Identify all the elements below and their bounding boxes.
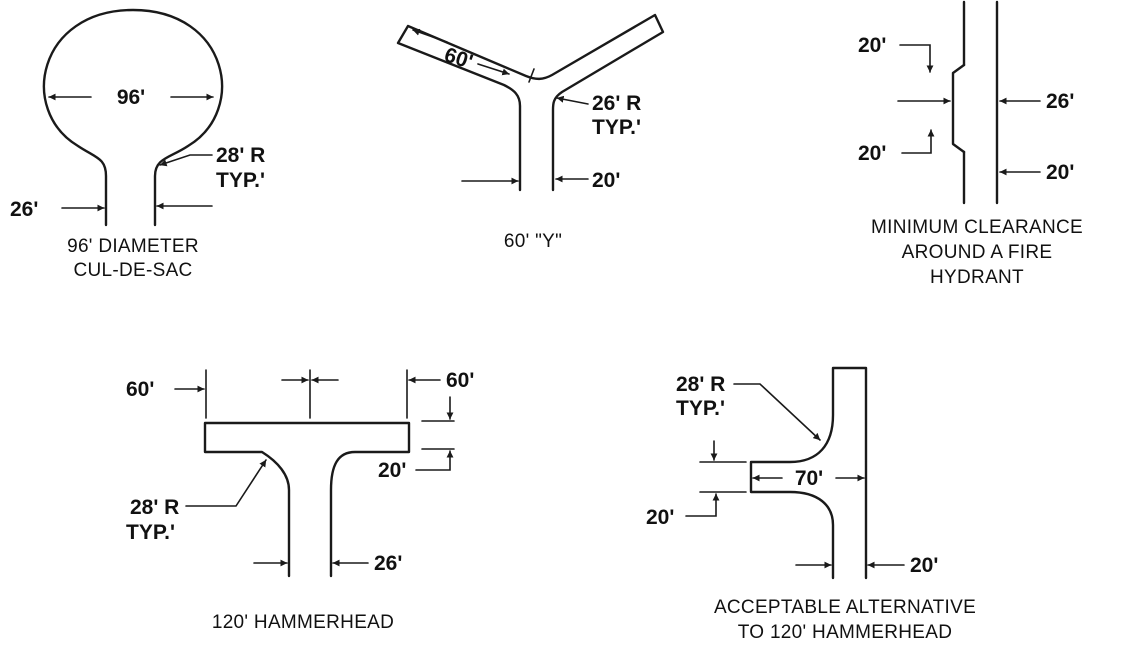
hammerhead-outline [203, 421, 411, 578]
top-taper-leader [899, 44, 934, 73]
radius-label: 26' R [592, 92, 641, 115]
alternative-outline [749, 366, 868, 580]
left-arm-label: 60' [126, 378, 154, 401]
leg-length-arrow-down [477, 63, 510, 76]
hydrant-caption-line2: AROUND A FIRE [902, 242, 1053, 263]
radius-leader [556, 95, 589, 105]
arm-width-label: 20' [646, 506, 674, 529]
road-width-label: 20' [910, 554, 938, 577]
road-width-label: 20' [1046, 161, 1074, 184]
hydrant-caption-line1: MINIMUM CLEARANCE [871, 217, 1083, 238]
radius-typ-label: TYP.' [592, 116, 641, 139]
y-turnaround-caption: 60' "Y" [504, 231, 562, 252]
radius-label: 28' R [130, 496, 179, 519]
diameter-label: 96' [117, 86, 145, 109]
hydrant-caption-line3: HYDRANT [930, 267, 1024, 288]
cul-de-sac-caption-line1: 96' DIAMETER [67, 236, 199, 257]
radius-leader [733, 383, 821, 441]
alternative-figure: 28' R TYP.' 70' 20' 20' ACCEPTABLE ALTER… [646, 366, 976, 643]
y-turnaround-outline [396, 13, 665, 192]
alternative-caption-line1: ACCEPTABLE ALTERNATIVE [714, 597, 976, 618]
bottom-taper-label: 20' [858, 142, 886, 165]
width-label: 20' [592, 169, 620, 192]
leg-end-tick [528, 68, 535, 83]
wide-width-label: 26' [1046, 90, 1074, 113]
cul-de-sac-caption-line2: CUL-DE-SAC [73, 260, 192, 281]
hydrant-figure: 20' 26' 20' 20' MINIMUM CLEARANCE AROUND… [858, 0, 1083, 288]
leg-length-arrow-up [412, 28, 448, 43]
cul-de-sac-outline [42, 8, 224, 227]
alternative-caption-line2: TO 120' HAMMERHEAD [738, 622, 953, 643]
arm-length-label: 70' [795, 467, 823, 490]
hammerhead-figure: 60' 60' 20' 28' R TYP.' 26' 120' HAMMERH… [126, 369, 474, 633]
width-label: 26' [10, 198, 38, 221]
radius-typ-label: TYP.' [676, 397, 725, 420]
radius-label: 28' R [676, 373, 725, 396]
radius-typ-label: TYP.' [216, 169, 265, 192]
hydrant-widening [951, 63, 966, 154]
arm-width-arrow-up [415, 450, 454, 471]
cul-de-sac-figure: 96' 28' R TYP.' 26' 96' DIAMETER CUL-DE-… [10, 8, 265, 281]
arm-width-arrow-up [685, 493, 720, 517]
radius-leader [185, 459, 267, 507]
stem-width-label: 26' [374, 552, 402, 575]
radius-leader [159, 154, 213, 167]
radius-typ-label: TYP.' [126, 521, 175, 544]
arm-width-label: 20' [378, 459, 406, 482]
right-arm-label: 60' [446, 369, 474, 392]
y-turnaround-figure: 60' 26' R TYP.' 20' 60' "Y" [396, 13, 665, 252]
bottom-taper-leader [901, 129, 935, 154]
leg-length-label: 60' [441, 43, 475, 74]
hammerhead-caption: 120' HAMMERHEAD [212, 612, 394, 633]
radius-label: 28' R [216, 144, 265, 167]
top-taper-label: 20' [858, 34, 886, 57]
